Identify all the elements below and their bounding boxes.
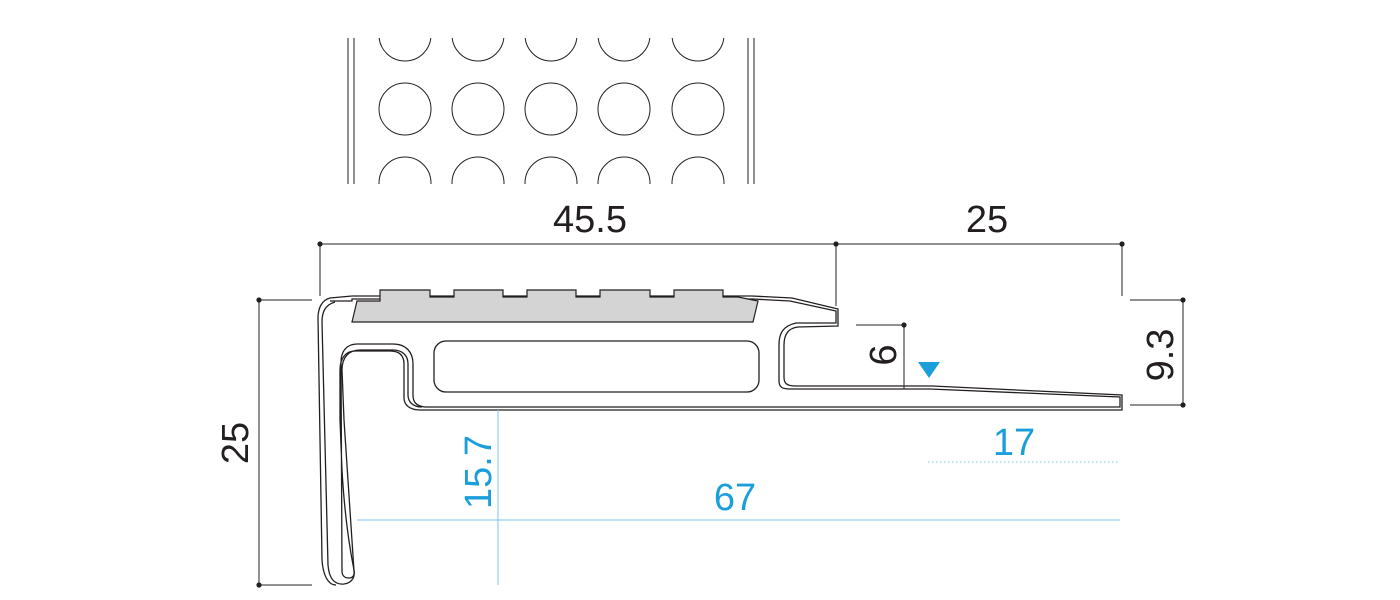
dim-dot xyxy=(256,297,262,303)
anti-slip-dot-pattern xyxy=(378,38,725,184)
anti-slip-dot xyxy=(671,156,725,184)
label-total-width: 67 xyxy=(714,477,756,519)
label-right-width: 25 xyxy=(966,199,1008,241)
anti-slip-dot xyxy=(451,82,505,136)
anti-slip-dot xyxy=(671,38,725,62)
anti-slip-dot xyxy=(597,38,651,62)
nose-leg-outer xyxy=(321,301,423,585)
label-ramp-depth: 6 xyxy=(863,344,905,365)
label-right-height: 9.3 xyxy=(1140,329,1182,382)
reference-lines xyxy=(357,362,1120,585)
anti-slip-dot xyxy=(378,38,432,62)
rubber-insert xyxy=(351,289,759,323)
plan-view xyxy=(347,38,755,184)
anti-slip-dot xyxy=(524,156,578,184)
dim-dot xyxy=(1119,241,1125,247)
profile-section xyxy=(317,289,1123,586)
anti-slip-dot xyxy=(597,156,651,184)
dim-dot xyxy=(1180,402,1186,408)
label-left-height: 25 xyxy=(215,422,257,464)
anti-slip-dot xyxy=(597,82,651,136)
hollow-chamber xyxy=(433,340,760,393)
anti-slip-dot xyxy=(671,82,725,136)
dim-dot xyxy=(1180,297,1186,303)
label-ramp-width: 17 xyxy=(993,422,1035,464)
dim-dot xyxy=(901,322,907,328)
dim-dot xyxy=(256,582,262,588)
dimension-labels: 45.5 25 25 9.3 6 15.7 67 17 xyxy=(215,199,1182,519)
profile-body-outline xyxy=(317,295,1123,586)
anti-slip-dot xyxy=(378,156,432,184)
anti-slip-dot xyxy=(524,82,578,136)
dim-dot xyxy=(833,241,839,247)
anti-slip-dot xyxy=(378,82,432,136)
anti-slip-dot xyxy=(524,38,578,62)
anti-slip-dot xyxy=(451,38,505,62)
dim-dot xyxy=(317,241,323,247)
dimension-lines xyxy=(256,241,1186,588)
label-nose-height: 15.7 xyxy=(458,435,500,509)
label-top-width: 45.5 xyxy=(553,199,627,241)
anti-slip-dot xyxy=(451,156,505,184)
level-marker-icon xyxy=(918,362,940,378)
